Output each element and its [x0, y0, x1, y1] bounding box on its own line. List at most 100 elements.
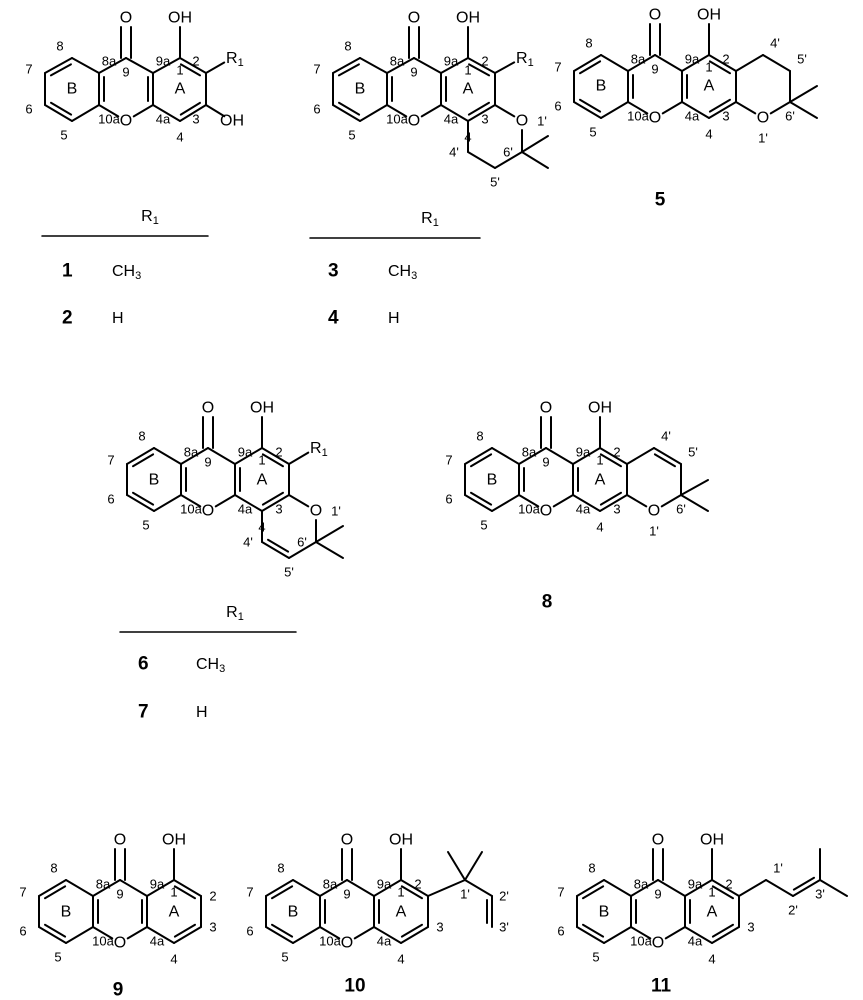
bond	[711, 879, 740, 897]
locant-7: 7	[25, 62, 32, 77]
bond	[464, 447, 493, 465]
bond	[386, 104, 408, 118]
bond	[65, 879, 94, 897]
bond-double	[179, 63, 202, 77]
substituent-value-main: H	[388, 310, 400, 327]
table-header: R1	[226, 604, 244, 624]
compound-number: 1	[62, 261, 73, 282]
compound-number: 2	[62, 308, 73, 329]
locant-10a: 10a	[627, 109, 649, 124]
bond	[789, 101, 818, 119]
bond-double	[469, 491, 493, 506]
bond	[146, 926, 175, 944]
locant-2: 2	[275, 445, 282, 460]
locant-10a: 10a	[92, 934, 114, 949]
atom-o: O	[648, 503, 660, 520]
locant-5': 5'	[284, 565, 294, 580]
bond	[234, 447, 263, 465]
locant-8a: 8a	[522, 445, 537, 460]
locant-3: 3	[747, 920, 754, 935]
bond	[572, 494, 601, 512]
atom-o: O	[202, 400, 214, 417]
locant-4': 4'	[243, 535, 253, 550]
bond	[467, 104, 496, 122]
ring-label-B: B	[149, 472, 160, 489]
bond	[680, 479, 709, 496]
atom-o: O	[114, 935, 126, 952]
bond	[627, 101, 649, 115]
locant-5: 5	[60, 128, 67, 143]
atom-oh: OH	[697, 7, 721, 24]
compound-number: 8	[542, 592, 553, 613]
bond	[573, 54, 602, 72]
bond-double	[43, 885, 67, 900]
bond	[119, 879, 148, 897]
atom-o: O	[540, 503, 552, 520]
locant-4': 4'	[661, 429, 671, 444]
table-header: R1	[421, 210, 439, 230]
bond	[657, 879, 686, 897]
bond	[599, 447, 628, 465]
locant-6: 6	[19, 924, 26, 939]
bond	[292, 926, 321, 944]
locant-9a: 9a	[150, 877, 165, 892]
bond	[71, 104, 100, 122]
bond	[205, 61, 226, 74]
compound-number: 10	[344, 976, 365, 997]
locant-9: 9	[204, 455, 211, 470]
locant-4: 4	[596, 520, 603, 535]
bond	[207, 447, 236, 465]
locant-2: 2	[192, 54, 199, 69]
bond	[762, 54, 791, 72]
ring-label-B: B	[355, 81, 366, 98]
atom-R1-subscript: 1	[322, 447, 328, 459]
bond	[654, 54, 683, 72]
locant-6: 6	[554, 99, 561, 114]
locant-5': 5'	[490, 175, 500, 190]
atom-o: O	[652, 832, 664, 849]
locant-6': 6'	[676, 502, 686, 517]
bond	[626, 494, 648, 508]
bond	[681, 54, 710, 72]
bond	[708, 101, 737, 119]
locant-3': 3'	[499, 920, 509, 935]
bond-double	[131, 453, 155, 468]
atom-o: O	[649, 7, 661, 24]
locant-7: 7	[557, 885, 564, 900]
substituent-value: H	[388, 310, 400, 327]
bond-double	[49, 63, 72, 77]
ring-label-A: A	[396, 904, 407, 921]
bond-double	[270, 885, 294, 900]
table-header-main: R	[421, 210, 433, 227]
locant-1: 1	[258, 453, 265, 468]
bond-double	[261, 453, 285, 468]
atom-R1-subscript: 1	[528, 57, 534, 69]
bond	[627, 54, 656, 72]
bond-double	[581, 885, 605, 900]
bond	[98, 104, 120, 118]
atom-o: O	[408, 113, 420, 130]
substituent-value-main: H	[112, 310, 124, 327]
locant-7: 7	[19, 885, 26, 900]
atom-o: O	[120, 113, 132, 130]
bond	[332, 104, 361, 122]
bond	[153, 494, 182, 512]
locant-9a: 9a	[377, 877, 392, 892]
locant-4a: 4a	[688, 934, 703, 949]
bond	[765, 879, 794, 897]
locant-4a: 4a	[238, 502, 253, 517]
ring-label-B: B	[487, 472, 498, 489]
bond-double	[266, 538, 290, 553]
bond	[599, 494, 628, 512]
bond	[214, 494, 236, 508]
bond	[660, 494, 682, 508]
bond	[180, 494, 202, 508]
bond-double	[599, 491, 623, 506]
compound-number: 9	[113, 980, 124, 1000]
ring-label-B: B	[599, 904, 610, 921]
locant-9: 9	[542, 455, 549, 470]
bond-double	[400, 923, 424, 938]
substituent-value: CH3	[388, 263, 417, 283]
bond	[413, 57, 442, 74]
